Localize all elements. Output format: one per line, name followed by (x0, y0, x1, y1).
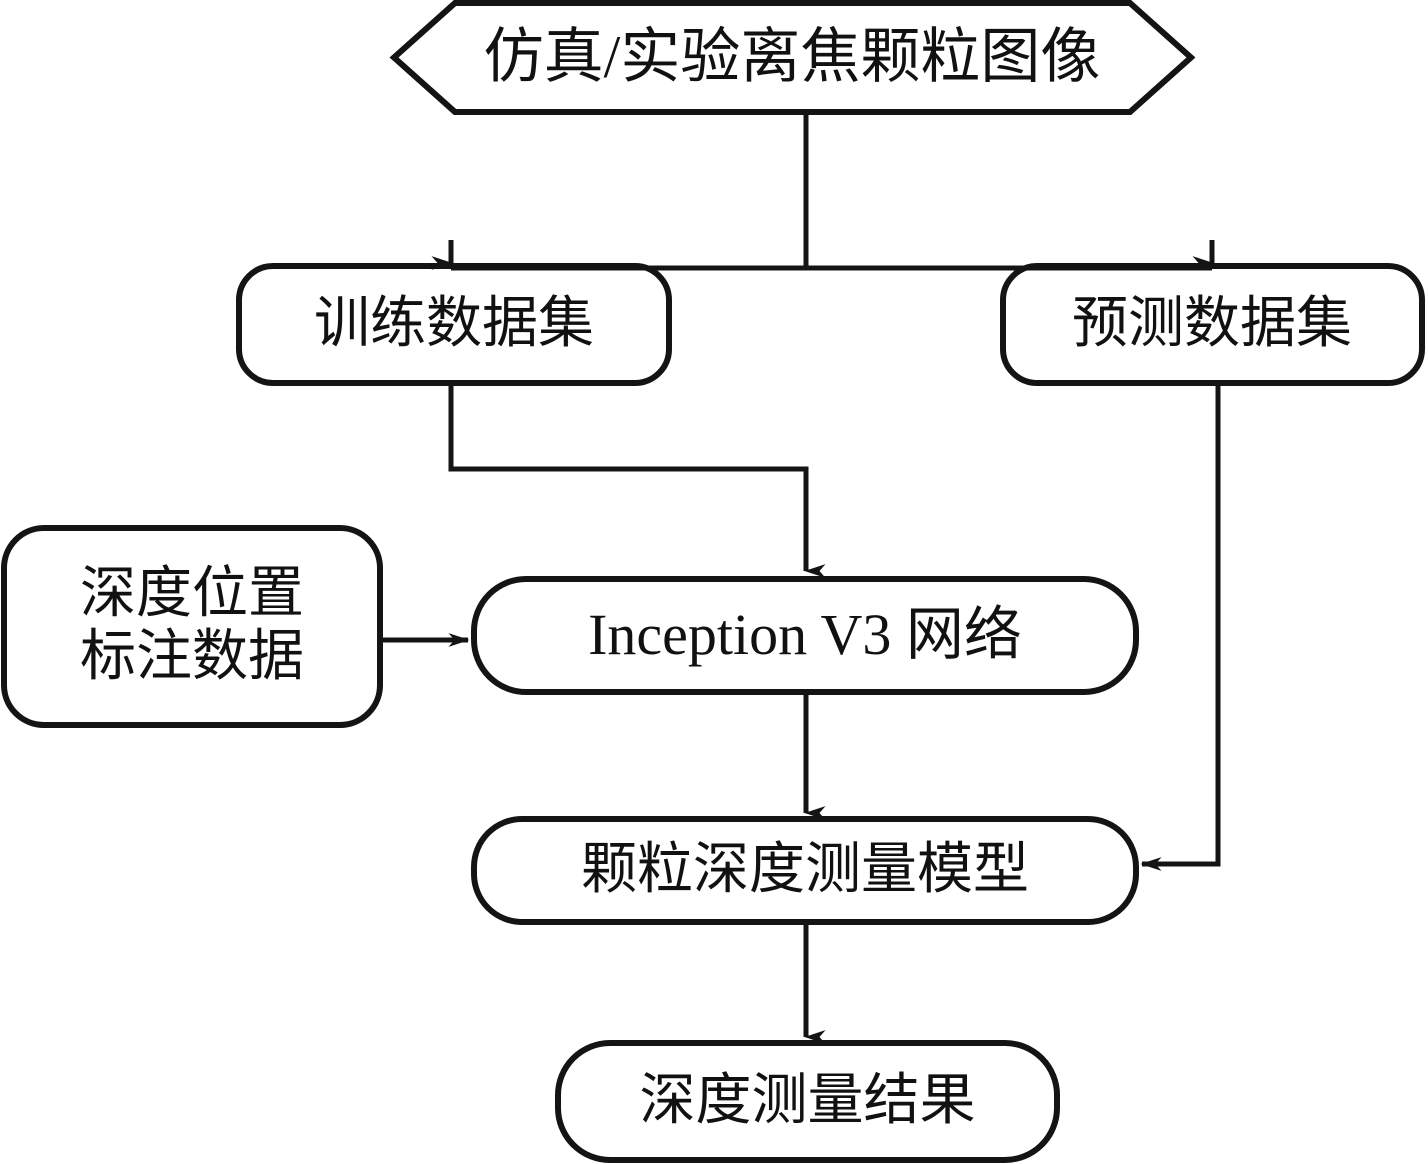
node-shape-annot (1, 525, 383, 728)
node-shape-result (555, 1040, 1060, 1163)
node-shape-net (471, 576, 1139, 695)
edge-predict-model (1140, 383, 1221, 871)
node-shape-model (471, 816, 1139, 925)
node-shape-source (389, 0, 1196, 115)
node-shape-predict (1000, 263, 1425, 386)
edge-train-net (448, 383, 826, 578)
node-shape-train (236, 263, 672, 386)
edge-source-split (451, 112, 1212, 271)
